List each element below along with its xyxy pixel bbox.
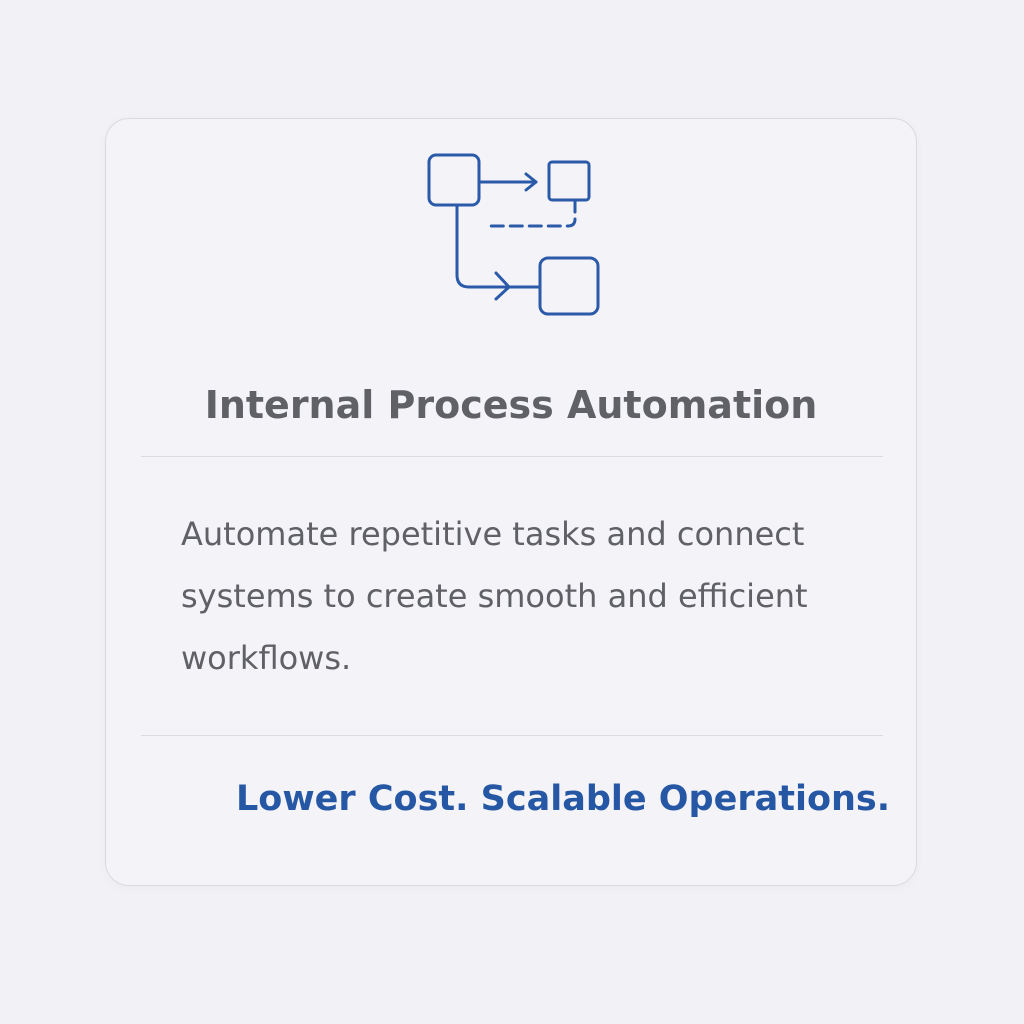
card-description: Automate repetitive tasks and connect sy… [181, 515, 808, 677]
divider-bottom [141, 735, 883, 736]
card-title: Internal Process Automation [204, 383, 818, 427]
feature-card: Internal Process Automation Automate rep… [105, 118, 917, 886]
divider-top [141, 456, 883, 457]
workflow-diagram-icon [427, 153, 600, 316]
card-tagline: Lower Cost. Scalable Operations. [236, 779, 891, 819]
